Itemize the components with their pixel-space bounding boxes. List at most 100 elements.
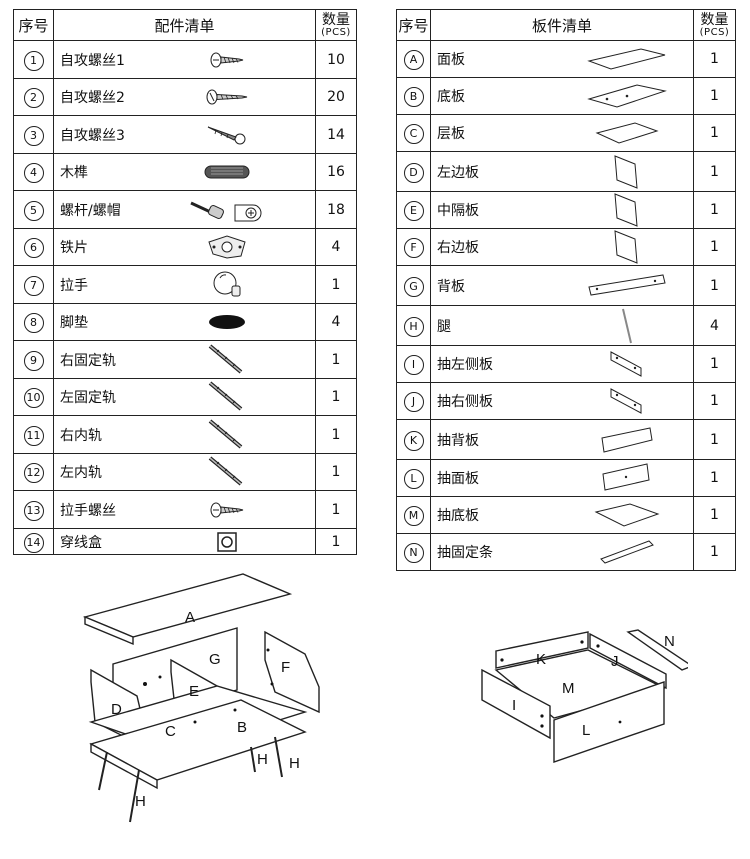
item-name: 木榫: [60, 165, 88, 181]
item-quantity: 1: [315, 453, 357, 491]
label-k: K: [536, 651, 546, 668]
row-index: C: [396, 114, 431, 152]
label-d: D: [111, 701, 122, 718]
row-item: 自攻螺丝2: [53, 78, 316, 116]
part-a-top: [82, 573, 293, 638]
item-quantity: 10: [315, 40, 357, 79]
row-number-badge: F: [403, 238, 424, 258]
row-number-badge: G: [403, 276, 424, 297]
item-quantity: 1: [315, 265, 357, 304]
row-index: K: [396, 419, 431, 460]
row-item: 拉手: [53, 265, 316, 304]
item-name: 脚垫: [60, 315, 88, 331]
drawer-bottom-icon: [579, 502, 675, 528]
screw-flat-icon: [179, 501, 275, 519]
shelf-panel-icon: [579, 121, 675, 145]
row-item: 左边板: [430, 151, 694, 192]
cabinet-labels: A G F E D C B H H H: [111, 609, 300, 810]
label-h: H: [257, 751, 268, 768]
row-index: 1: [13, 40, 54, 79]
item-quantity: 1: [315, 528, 357, 555]
item-name: 抽背板: [437, 432, 479, 449]
row-item: 自攻螺丝1: [53, 40, 316, 79]
top-panel-icon: [579, 47, 675, 71]
row-index: A: [396, 40, 431, 78]
item-name: 自攻螺丝3: [60, 127, 125, 144]
row-number-badge: N: [403, 543, 424, 563]
part-b-edge: [90, 742, 158, 790]
drawer-holes: [500, 640, 622, 728]
part-k-back: [495, 631, 589, 669]
label-j: J: [611, 653, 619, 670]
row-index: 3: [13, 115, 54, 154]
board-table-header: 序号 板件清单 数量 (PCS): [396, 9, 736, 41]
row-index: 8: [13, 303, 54, 341]
table-row: 3 自攻螺丝3 14: [13, 115, 357, 154]
item-quantity: 14: [315, 115, 357, 154]
item-quantity: 1: [315, 415, 357, 454]
panel-holes: [143, 648, 274, 724]
label-m: M: [562, 680, 575, 697]
row-number-badge: 1: [23, 50, 44, 71]
header-qty: 数量 (PCS): [315, 9, 357, 41]
row-item: 抽左侧板: [430, 345, 694, 383]
header-index: 序号: [396, 9, 431, 41]
row-number-badge: 4: [23, 163, 44, 183]
row-item: 抽面板: [430, 459, 694, 497]
cabinet-assembly-diagram: A G F E D C B H H H: [82, 573, 320, 823]
header-name: 配件清单: [53, 9, 316, 41]
screw-flat-icon: [179, 51, 275, 69]
item-name: 左固定轨: [60, 390, 116, 406]
item-name: 右固定轨: [60, 352, 116, 369]
screw-long-icon: [179, 88, 275, 106]
label-n: N: [664, 633, 675, 650]
row-item: 右内轨: [53, 415, 316, 454]
row-index: 6: [13, 228, 54, 266]
table-row: 8 脚垫 4: [13, 303, 357, 341]
item-quantity: 1: [693, 496, 736, 534]
row-item: 抽固定条: [430, 533, 694, 571]
rail-icon: [179, 343, 275, 377]
item-name: 层板: [437, 126, 465, 142]
row-index: 12: [13, 453, 54, 491]
row-number-badge: 14: [23, 532, 44, 553]
side-panel-icon: [579, 154, 675, 190]
qty-label: 数量: [322, 11, 350, 28]
row-item: 抽右侧板: [430, 382, 694, 420]
item-quantity: 1: [693, 191, 736, 229]
row-index: E: [396, 191, 431, 229]
item-name: 抽右侧板: [437, 394, 493, 410]
part-a-top-edge: [84, 615, 134, 646]
row-index: G: [396, 265, 431, 306]
row-number-badge: C: [403, 124, 424, 144]
row-index: N: [396, 533, 431, 571]
item-quantity: 18: [315, 190, 357, 229]
part-n-strip: [626, 629, 688, 671]
row-number-badge: 13: [23, 500, 44, 521]
item-name: 拉手螺丝: [60, 502, 116, 519]
strip-icon: [579, 537, 675, 567]
row-number-badge: 5: [23, 200, 44, 221]
drawer-front-icon: [579, 462, 675, 494]
rail-icon: [179, 455, 275, 489]
item-quantity: 16: [315, 153, 357, 191]
screw-pointed-icon: [179, 125, 275, 145]
label-l: L: [582, 722, 590, 739]
item-quantity: 4: [315, 303, 357, 341]
rail-icon: [179, 380, 275, 414]
